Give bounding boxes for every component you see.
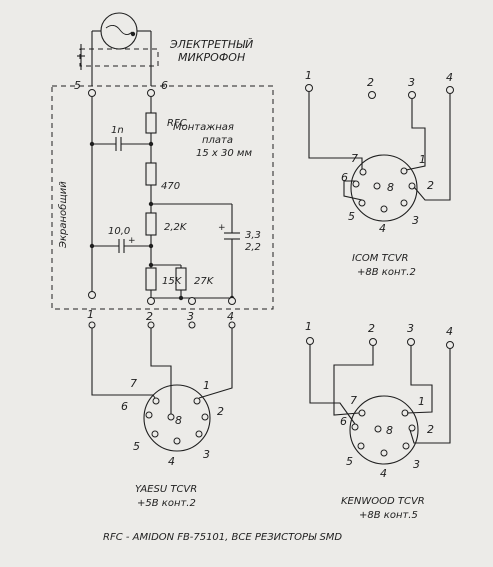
- icom-din-socket-icon: [350, 154, 418, 222]
- microphone-capsule-icon: [100, 12, 138, 50]
- kenwood-socket-pin-2: 2: [427, 423, 434, 436]
- resistor-2k2: [145, 212, 157, 236]
- board-label-line3: 15 х 30 мм: [196, 148, 252, 159]
- footer-note: RFC - AMIDON FB-75101, ВСЕ РЕЗИСТОРЫ SMD: [103, 532, 342, 543]
- icom-top-pin-4: 4: [446, 71, 453, 84]
- icom-pin-2-terminal: [368, 91, 376, 99]
- capacitor-3-3-value: 3,3: [245, 230, 261, 241]
- kenwood-socket-pin-5: 5: [346, 455, 353, 468]
- icom-socket-pin-3: 3: [412, 214, 419, 227]
- board-pin-1: [88, 291, 96, 299]
- kenwood-subtitle: +8B конт.5: [359, 510, 418, 521]
- board-pin-3: [188, 297, 196, 305]
- icom-top-pin-2: 2: [367, 76, 374, 89]
- icom-pin-4-terminal: [446, 86, 454, 94]
- resistor-470-label: 470: [161, 181, 180, 192]
- resistor-15k-label: 15K: [162, 276, 183, 287]
- mounting-board-outline: [51, 85, 274, 310]
- shield-common-label: Экранобщий: [57, 181, 69, 249]
- icom-socket-pin-8: 8: [387, 181, 394, 194]
- icom-socket-pin-1: 1: [419, 153, 426, 166]
- kenwood-pin-1-terminal: [306, 337, 314, 345]
- kenwood-pin-2-terminal: [369, 338, 377, 346]
- yaesu-socket-pin-2: 2: [217, 405, 224, 418]
- board-pin-4: [228, 297, 236, 305]
- kenwood-socket-pin-8: 8: [386, 424, 393, 437]
- icom-pin-3-terminal: [408, 91, 416, 99]
- microphone-label-line1: ЭЛЕКТРЕТНЫЙ: [169, 38, 253, 51]
- yaesu-din-socket-icon: [143, 384, 211, 452]
- capacitor-10-polarity: +: [128, 236, 136, 246]
- kenwood-top-pin-3: 3: [407, 322, 414, 335]
- yaesu-socket-pin-5: 5: [133, 440, 140, 453]
- board-label-line2: плата: [202, 135, 233, 146]
- kenwood-connector: 1 2 3 4 7 1 6 8 2 5 4 3 KENWOOD TCVR +8B…: [305, 320, 454, 521]
- rfc-choke: [145, 112, 157, 134]
- icom-top-pin-3: 3: [408, 76, 415, 89]
- kenwood-top-pin-4: 4: [446, 325, 453, 338]
- board-pin-1-label: 1: [87, 308, 94, 321]
- kenwood-title: KENWOOD TCVR: [341, 496, 425, 507]
- node-5-terminal: [88, 89, 96, 97]
- capacitor-10-label: 10,0: [108, 226, 130, 237]
- icom-pin-1-terminal: [305, 84, 313, 92]
- board-pin-3-label: 3: [187, 310, 194, 323]
- yaesu-subtitle: +5B конт.2: [137, 498, 196, 509]
- kenwood-din-socket-icon: [349, 395, 419, 465]
- yaesu-socket-pin-3: 3: [203, 448, 210, 461]
- icom-socket-pin-6: 6: [341, 171, 348, 184]
- kenwood-socket-pin-6: 6: [340, 415, 347, 428]
- node-6-label: 6: [161, 79, 168, 92]
- capacitor-3-3-voltage: 2,2: [245, 242, 261, 253]
- microphone-diaphragm-icon: [105, 25, 133, 35]
- kenwood-pin-4-terminal: [446, 341, 454, 349]
- icom-top-pin-1: 1: [305, 69, 312, 82]
- icom-connector: 1 2 3 4 7 1 6 8 2 5 4 3 ICOM TCVR +8B ко…: [305, 69, 454, 278]
- resistor-15k: [145, 267, 157, 291]
- yaesu-socket-pin-4: 4: [168, 455, 175, 468]
- board-output-pins: 1 2 3 4: [87, 291, 236, 378]
- node-6-terminal: [147, 89, 155, 97]
- yaesu-title: YAESU TCVR: [135, 484, 197, 495]
- icom-subtitle: +8B конт.2: [357, 267, 416, 278]
- microphone: ЭЛЕКТРЕТНЫЙ МИКРОФОН: [77, 12, 253, 86]
- microphone-cable-shield: [79, 48, 159, 67]
- yaesu-socket-pin-6: 6: [121, 400, 128, 413]
- capacitor-1n-label: 1n: [111, 125, 124, 136]
- microphone-label-line2: МИКРОФОН: [178, 51, 245, 64]
- board-pin-2: [147, 297, 155, 305]
- kenwood-top-pin-2: 2: [368, 322, 375, 335]
- kenwood-socket-pin-7: 7: [350, 394, 357, 407]
- board-circuit: 5 6 RFC 1n 470 + 3,3 2,2 2,2K: [74, 79, 261, 301]
- board-pin-2-label: 2: [146, 310, 153, 323]
- kenwood-top-pin-1: 1: [305, 320, 312, 333]
- yaesu-connector: 7 1 6 8 2 5 4 3 YAESU TCVR +5B конт.2: [91, 347, 233, 509]
- capacitor-3-3-polarity: +: [218, 223, 226, 233]
- board-label-line1: Монтажная: [173, 122, 234, 133]
- yaesu-socket-pin-1: 1: [203, 379, 210, 392]
- icom-socket-pin-4: 4: [379, 222, 386, 235]
- kenwood-pin-3-terminal: [407, 338, 415, 346]
- icom-title: ICOM TCVR: [352, 253, 409, 264]
- rfc-label: RFC: [167, 118, 187, 129]
- resistor-2k2-label: 2,2K: [164, 222, 188, 233]
- resistor-470: [145, 162, 157, 186]
- node-5-label: 5: [74, 79, 81, 92]
- icom-socket-pin-2: 2: [427, 179, 434, 192]
- yaesu-socket-pin-7: 7: [130, 377, 137, 390]
- icom-socket-pin-5: 5: [348, 210, 355, 223]
- resistor-27k-label: 27K: [194, 276, 215, 287]
- kenwood-socket-pin-4: 4: [380, 467, 387, 480]
- kenwood-socket-pin-1: 1: [418, 395, 425, 408]
- kenwood-socket-pin-3: 3: [413, 458, 420, 471]
- board-pin-4-label: 4: [227, 310, 234, 323]
- yaesu-socket-pin-8: 8: [175, 414, 182, 427]
